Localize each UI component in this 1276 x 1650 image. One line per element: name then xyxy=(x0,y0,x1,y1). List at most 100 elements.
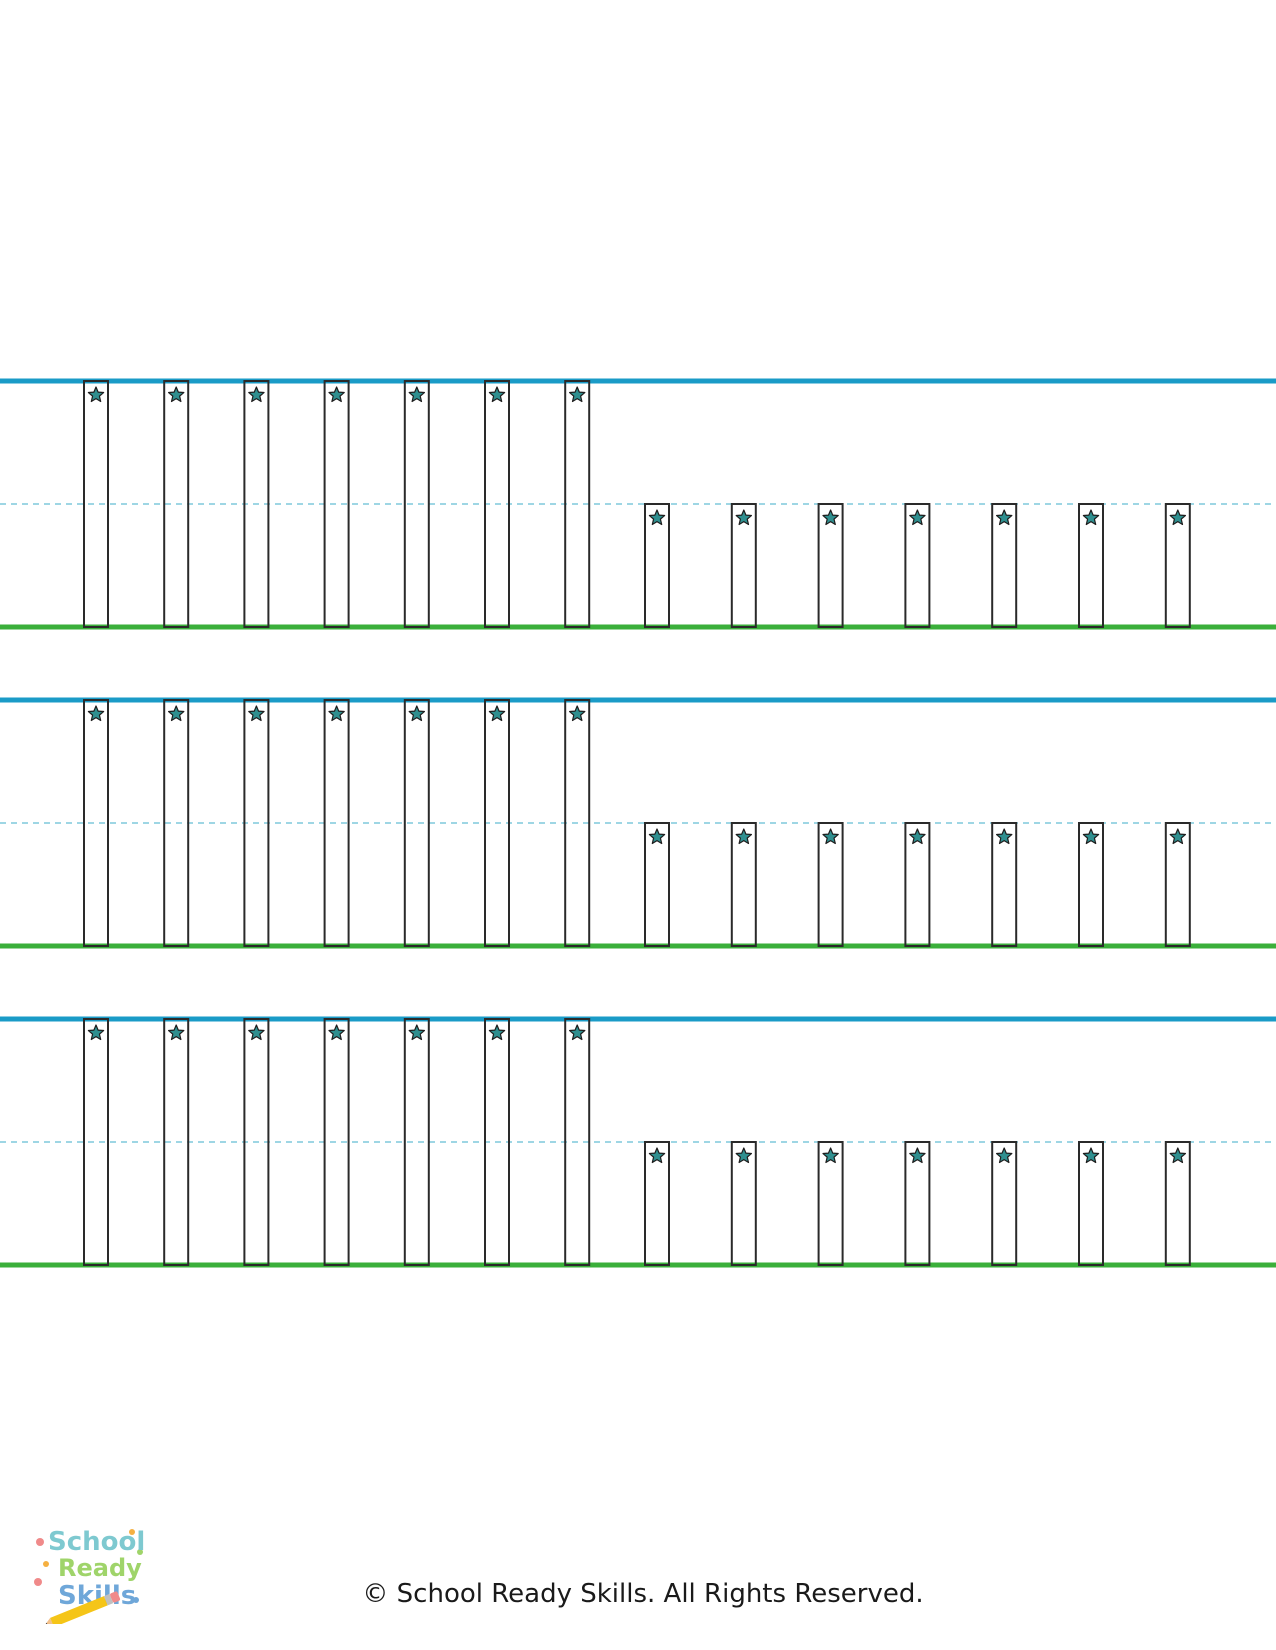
stroke-guide-box xyxy=(817,822,844,947)
star-icon xyxy=(87,1024,105,1041)
stroke-guide-box xyxy=(1164,503,1191,628)
short-vertical-stroke-guide xyxy=(1078,503,1104,628)
stroke-guide-box xyxy=(403,380,430,628)
stroke-guide-box xyxy=(730,503,757,628)
short-vertical-stroke-guide xyxy=(1164,503,1191,628)
star-icon xyxy=(1169,509,1187,526)
short-vertical-stroke-guide xyxy=(817,822,844,947)
stroke-guide-box xyxy=(1078,1141,1104,1266)
stroke-guide-box xyxy=(163,699,190,947)
stroke-guide-box xyxy=(644,503,670,628)
short-vertical-stroke-guide xyxy=(730,503,757,628)
stroke-guide-box xyxy=(564,1018,591,1266)
star-icon xyxy=(995,509,1013,526)
writing-row-2 xyxy=(0,697,1276,949)
star-icon xyxy=(1082,509,1100,526)
tall-vertical-stroke-guide xyxy=(243,1018,270,1266)
star-icon xyxy=(1082,1147,1100,1164)
short-vertical-stroke-guide xyxy=(1164,1141,1191,1266)
star-icon xyxy=(568,1024,586,1041)
tall-vertical-stroke-guide xyxy=(484,380,510,628)
tall-vertical-stroke-guide xyxy=(403,1018,430,1266)
star-icon xyxy=(822,1147,839,1164)
logo-confetti xyxy=(34,1529,143,1603)
short-vertical-stroke-guide xyxy=(904,503,931,628)
star-icon xyxy=(488,386,506,403)
tall-vertical-stroke-guide xyxy=(323,699,350,947)
stroke-guide-box xyxy=(163,1018,190,1266)
star-icon xyxy=(328,705,345,722)
stroke-guide-box xyxy=(484,380,510,628)
tall-vertical-stroke-guide xyxy=(83,1018,109,1266)
stroke-guide-box xyxy=(991,1141,1018,1266)
tall-vertical-stroke-guide xyxy=(403,699,430,947)
star-icon xyxy=(735,828,753,845)
stroke-guide-box xyxy=(644,822,670,947)
star-icon xyxy=(488,1024,506,1041)
short-vertical-stroke-guide xyxy=(1078,1141,1104,1266)
stroke-guide-box xyxy=(243,699,270,947)
tall-vertical-stroke-guide xyxy=(323,380,350,628)
short-vertical-stroke-guide xyxy=(817,1141,844,1266)
star-icon xyxy=(408,705,426,722)
tall-vertical-stroke-guide xyxy=(163,380,190,628)
school-ready-skills-logo: School Ready Skills xyxy=(34,1527,145,1624)
star-icon xyxy=(328,1024,345,1041)
short-vertical-stroke-guide xyxy=(1078,822,1104,947)
tall-vertical-stroke-guide xyxy=(484,699,510,947)
stroke-guide-box xyxy=(991,503,1018,628)
short-vertical-stroke-guide xyxy=(730,822,757,947)
star-icon xyxy=(87,705,105,722)
star-icon xyxy=(648,828,666,845)
stroke-guide-box xyxy=(243,380,270,628)
star-icon xyxy=(488,705,506,722)
star-icon xyxy=(87,386,105,403)
short-vertical-stroke-guide xyxy=(991,1141,1018,1266)
star-icon xyxy=(822,509,839,526)
stroke-guide-box xyxy=(730,1141,757,1266)
star-icon xyxy=(408,1024,426,1041)
star-icon xyxy=(735,1147,753,1164)
stroke-guide-box xyxy=(484,1018,510,1266)
star-icon xyxy=(995,828,1013,845)
star-icon xyxy=(568,705,586,722)
short-vertical-stroke-guide xyxy=(817,503,844,628)
short-vertical-stroke-guide xyxy=(904,822,931,947)
stroke-guide-box xyxy=(1078,503,1104,628)
star-icon xyxy=(909,509,926,526)
stroke-guide-box xyxy=(323,1018,350,1266)
short-vertical-stroke-guide xyxy=(644,822,670,947)
star-icon xyxy=(995,1147,1013,1164)
stroke-guide-box xyxy=(817,1141,844,1266)
stroke-guide-box xyxy=(564,699,591,947)
star-icon xyxy=(1169,828,1187,845)
tall-vertical-stroke-guide xyxy=(243,380,270,628)
stroke-guide-box xyxy=(817,503,844,628)
stroke-guide-box xyxy=(904,503,931,628)
stroke-guide-box xyxy=(904,1141,931,1266)
stroke-guide-box xyxy=(1164,1141,1191,1266)
star-icon xyxy=(909,828,926,845)
star-icon xyxy=(167,1024,185,1041)
star-icon xyxy=(648,1147,666,1164)
star-icon xyxy=(248,386,265,403)
tall-vertical-stroke-guide xyxy=(83,380,109,628)
star-icon xyxy=(568,386,586,403)
tall-vertical-stroke-guide xyxy=(323,1018,350,1266)
stroke-guide-box xyxy=(323,699,350,947)
tall-vertical-stroke-guide xyxy=(564,1018,591,1266)
short-vertical-stroke-guide xyxy=(991,503,1018,628)
stroke-guide-box xyxy=(83,699,109,947)
star-icon xyxy=(909,1147,926,1164)
short-vertical-stroke-guide xyxy=(644,1141,670,1266)
tall-vertical-stroke-guide xyxy=(484,1018,510,1266)
tall-vertical-stroke-guide xyxy=(403,380,430,628)
star-icon xyxy=(1169,1147,1187,1164)
logo-word-school: School xyxy=(48,1527,145,1557)
star-icon xyxy=(248,705,265,722)
logo-word-ready: Ready xyxy=(58,1554,142,1582)
short-vertical-stroke-guide xyxy=(904,1141,931,1266)
star-icon xyxy=(248,1024,265,1041)
tall-vertical-stroke-guide xyxy=(243,699,270,947)
